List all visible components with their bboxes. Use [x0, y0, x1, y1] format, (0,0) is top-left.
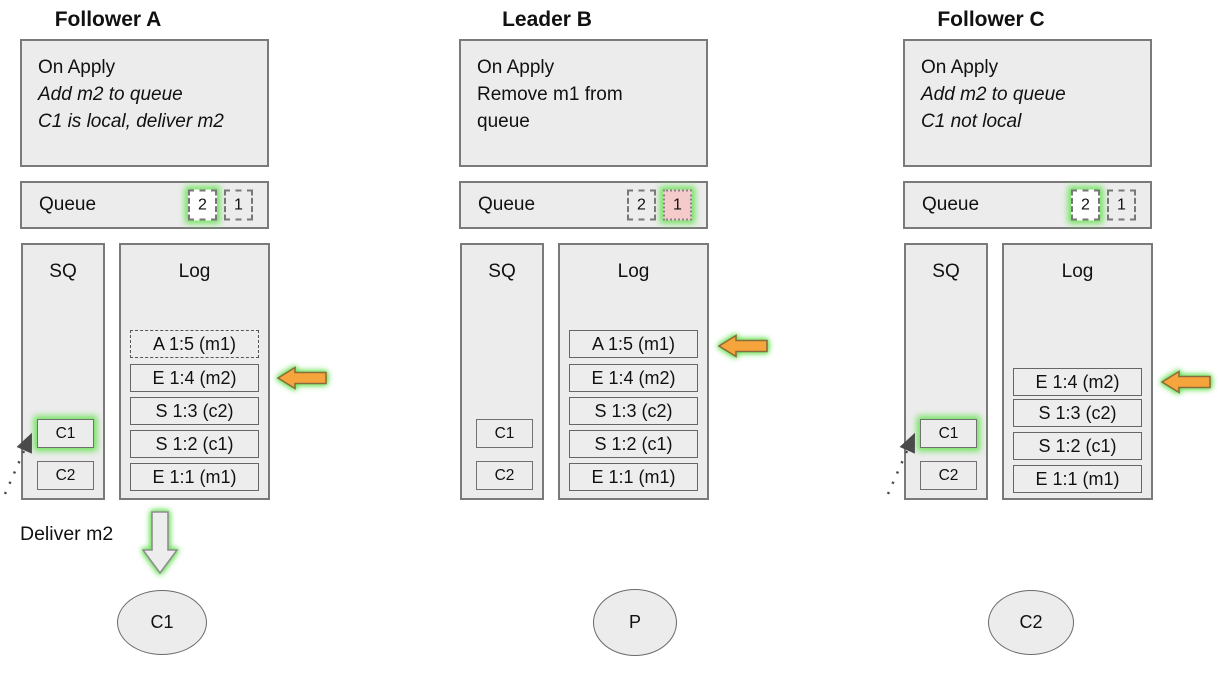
queue-item: 1 [1107, 189, 1136, 221]
column-title: Leader B [502, 8, 592, 31]
on-apply-line: On Apply [921, 57, 999, 78]
queue-items: 2 1 [627, 189, 692, 221]
sq-panel: SQ C1 C2 [460, 243, 544, 500]
log-entry: E 1:1 (m1) [1013, 465, 1142, 493]
queue-item: 2 [1071, 189, 1100, 221]
log-label: Log [178, 261, 211, 282]
queue-item: 1 [224, 189, 253, 221]
log-entry: E 1:4 (m2) [130, 364, 259, 392]
orange-left-arrow-icon [276, 366, 327, 390]
process-ellipse: C2 [988, 590, 1074, 655]
orange-left-arrow-icon [1160, 370, 1211, 394]
log-entry: A 1:5 (m1) [130, 330, 259, 358]
sq-item: C2 [476, 461, 533, 490]
sq-panel: SQ C1 C2 [21, 243, 105, 500]
deliver-down-arrow-icon [142, 511, 179, 575]
dotted-arrow-icon [886, 432, 916, 495]
sq-item: C2 [920, 461, 977, 490]
log-entry: A 1:5 (m1) [569, 330, 698, 358]
log-entry: S 1:3 (c2) [130, 397, 259, 425]
on-apply-line: Add m2 to queue [921, 84, 1066, 105]
sq-panel: SQ C1 C2 [904, 243, 988, 500]
column-title: Follower C [937, 8, 1045, 31]
log-entry: E 1:1 (m1) [569, 463, 698, 491]
dotted-arrow-icon [3, 432, 33, 495]
log-entry: E 1:1 (m1) [130, 463, 259, 491]
sq-label: SQ [932, 261, 960, 282]
sq-item: C1 [476, 419, 533, 448]
on-apply-line: C1 not local [921, 111, 1022, 132]
on-apply-box: On Apply Add m2 to queue C1 not local [903, 39, 1152, 167]
on-apply-line: Add m2 to queue [38, 84, 183, 105]
queue-label: Queue [922, 194, 980, 215]
column-title: Follower A [54, 8, 162, 31]
on-apply-line: queue [477, 111, 530, 132]
queue-box: Queue 2 1 [20, 181, 269, 229]
column-follower-a: Follower A On Apply Add m2 to queue C1 i… [3, 0, 327, 673]
column-leader-b: Leader B On Apply Remove m1 from queue Q… [459, 0, 768, 673]
log-entry: S 1:2 (c1) [569, 430, 698, 458]
queue-item: 2 [188, 189, 217, 221]
log-entry: S 1:2 (c1) [1013, 432, 1142, 460]
log-label: Log [1061, 261, 1094, 282]
queue-label: Queue [39, 194, 97, 215]
log-entry: E 1:4 (m2) [1013, 368, 1142, 396]
process-ellipse: P [593, 589, 677, 656]
log-label: Log [617, 261, 650, 282]
on-apply-line: On Apply [38, 57, 116, 78]
queue-item: 1 [663, 189, 692, 221]
queue-box: Queue 2 1 [459, 181, 708, 229]
process-ellipse: C1 [117, 590, 207, 655]
log-entry: S 1:3 (c2) [569, 397, 698, 425]
on-apply-line: On Apply [477, 57, 555, 78]
queue-label: Queue [478, 194, 536, 215]
log-entry: E 1:4 (m2) [569, 364, 698, 392]
queue-box: Queue 2 1 [903, 181, 1152, 229]
orange-left-arrow-icon [717, 334, 768, 358]
sq-item: C1 [37, 419, 94, 448]
sq-item: C2 [37, 461, 94, 490]
queue-items: 2 1 [1071, 189, 1136, 221]
on-apply-line: C1 is local, deliver m2 [38, 111, 224, 132]
column-follower-c: Follower C On Apply Add m2 to queue C1 n… [886, 0, 1211, 673]
deliver-label: Deliver m2 [20, 523, 114, 545]
queue-items: 2 1 [188, 189, 253, 221]
sq-item: C1 [920, 419, 977, 448]
on-apply-line: Remove m1 from [477, 84, 623, 105]
log-entry: S 1:2 (c1) [130, 430, 259, 458]
queue-item: 2 [627, 189, 656, 221]
sq-label: SQ [488, 261, 516, 282]
on-apply-box: On Apply Add m2 to queue C1 is local, de… [20, 39, 269, 167]
on-apply-box: On Apply Remove m1 from queue [459, 39, 708, 167]
sq-label: SQ [49, 261, 77, 282]
log-entry: S 1:3 (c2) [1013, 399, 1142, 427]
